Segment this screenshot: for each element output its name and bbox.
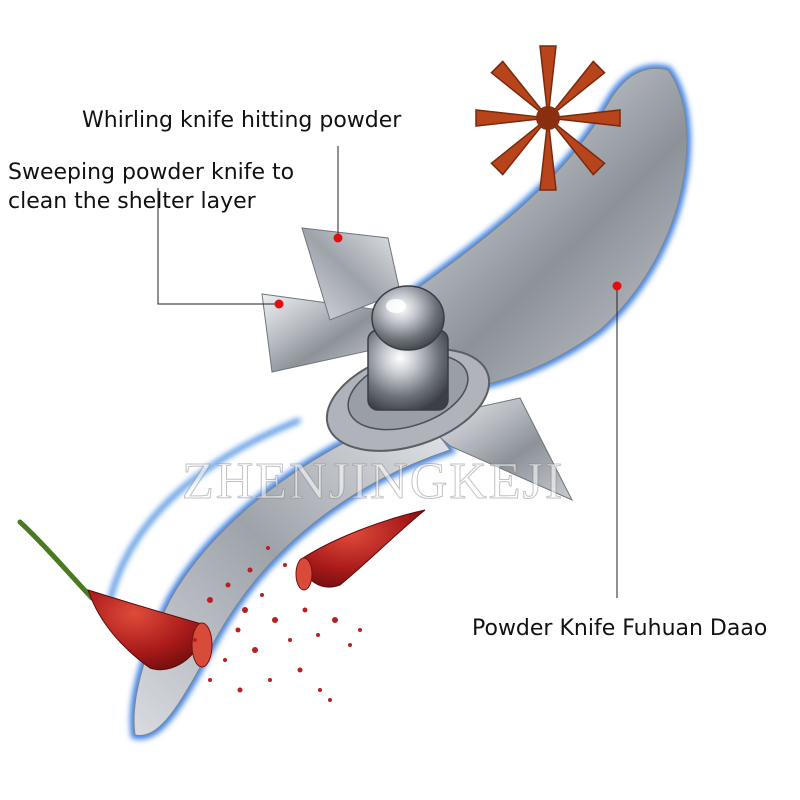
sweeping-knife-label-line1: Sweeping powder knife to — [8, 160, 295, 185]
star-anise-icon — [475, 45, 621, 191]
powder-knife-label: Powder Knife Fuhuan Daao — [472, 616, 768, 641]
sweeping-knife-label-line2: clean the shelter layer — [8, 189, 256, 214]
chili-pepper-icon — [17, 509, 426, 671]
leader-lines — [157, 146, 618, 598]
red-dot-icon — [274, 233, 622, 309]
chili-flakes — [193, 546, 362, 702]
whirling-knife-label: Whirling knife hitting powder — [82, 108, 402, 133]
blade-hub — [325, 285, 491, 452]
watermark: ZHENJINGKEJI — [182, 453, 565, 511]
